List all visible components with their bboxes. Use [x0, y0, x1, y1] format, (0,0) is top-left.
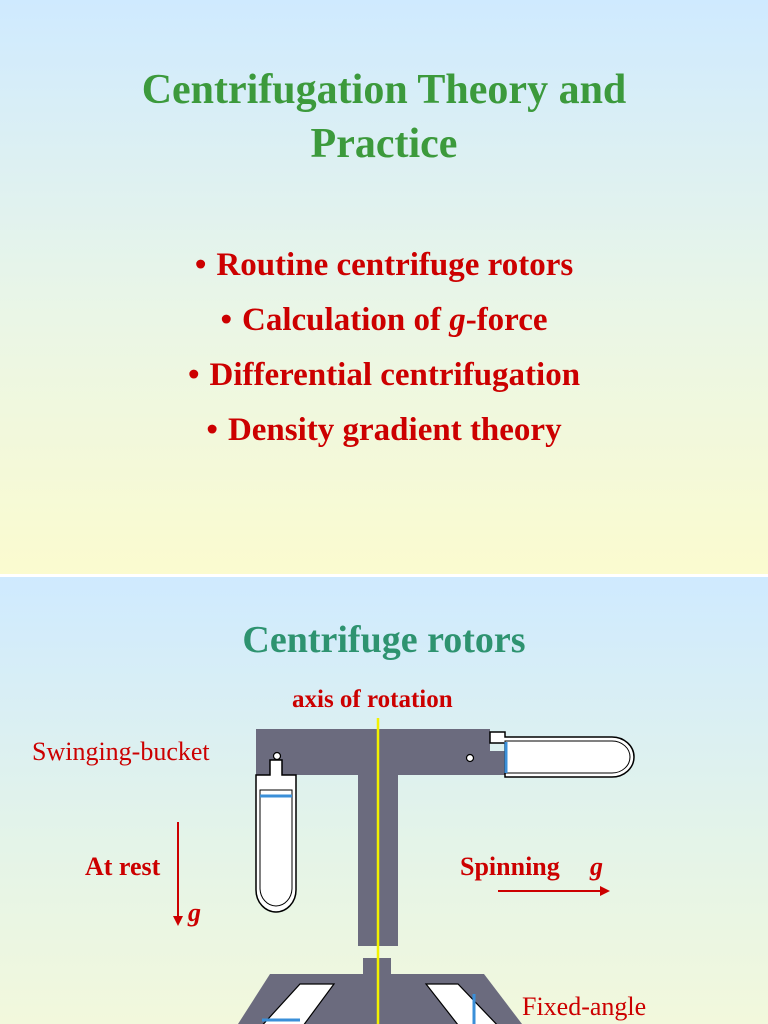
tube-at-rest-inner: [259, 789, 293, 907]
slide-title-line-1: Centrifugation Theory and: [141, 67, 627, 113]
swinging-bucket-label: Swinging-bucket: [32, 737, 210, 766]
bullet-marker: •: [187, 357, 200, 393]
g-symbol-rest: g: [188, 898, 201, 927]
at-rest-label: At rest: [85, 852, 161, 881]
bullet-text: Routine centrifuge rotors: [216, 247, 574, 283]
bullet-item: •Density gradient theory: [0, 403, 768, 458]
bullet-italic-g: g: [449, 302, 466, 338]
bullet-text: Density gradient theory: [227, 412, 562, 448]
gravity-arrow-down-head: [173, 916, 183, 926]
fixed-angle-tube-left: [262, 983, 336, 1024]
bullet-marker: •: [206, 412, 218, 448]
g-symbol-spin: g: [590, 852, 603, 881]
bullet-text: Calculation of: [242, 302, 450, 338]
bullet-text-suffix: -force: [465, 302, 548, 338]
bullet-item: •Calculation of g-force: [0, 293, 768, 348]
tube-spinning: [489, 731, 635, 778]
bullet-item: •Routine centrifuge rotors: [0, 238, 768, 293]
pivot-pin-right: [465, 753, 475, 763]
bullet-marker: •: [220, 302, 233, 338]
axis-of-rotation-label: axis of rotation: [292, 686, 453, 713]
tube-spinning-inner: [504, 740, 631, 774]
bullet-marker: •: [194, 247, 207, 283]
fixed-angle-label: Fixed-angle: [522, 992, 647, 1021]
spinning-label: Spinning: [460, 852, 560, 881]
pivot-pin-left: [272, 751, 282, 761]
slide-divider: [0, 574, 768, 577]
gravity-arrow-right-head: [600, 886, 610, 896]
bullet-item: •Differential centrifugation: [0, 348, 768, 403]
swinging-bucket-rotor: [256, 729, 505, 946]
bullet-text: Differential centrifugation: [209, 357, 581, 393]
tube-at-rest: [255, 759, 297, 913]
slide-title-line-2: Practice: [310, 121, 458, 167]
slide-1: [0, 0, 768, 576]
bullet-list: •Routine centrifuge rotors •Calculation …: [0, 238, 768, 458]
rotors-title: Centrifuge rotors: [242, 619, 526, 661]
fixed-angle-tube-right: [424, 983, 498, 1024]
